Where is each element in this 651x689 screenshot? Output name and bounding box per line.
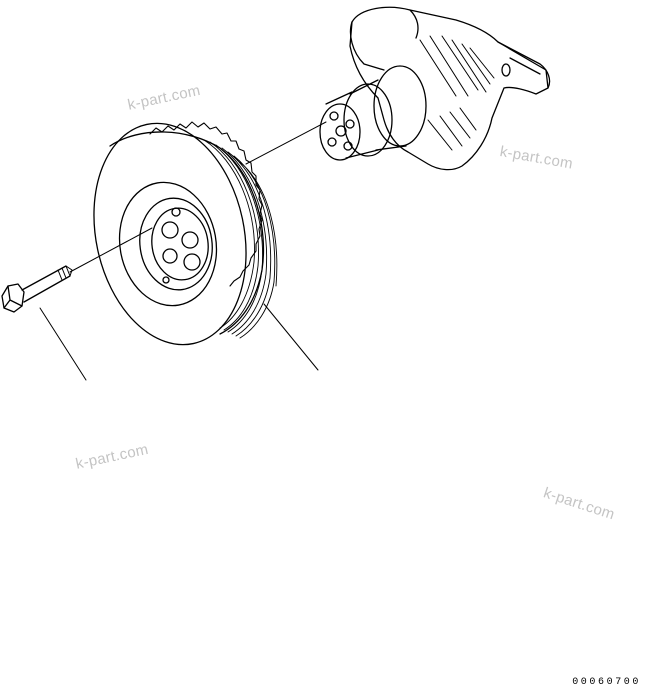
leader-line-pulley (263, 303, 319, 371)
crankshaft-web (349, 6, 551, 171)
crankshaft-web-edge (349, 9, 419, 71)
crankshaft-web-tip (497, 41, 549, 89)
bolt-head (1, 283, 25, 313)
hub-bolt-2 (181, 231, 199, 249)
axis-line-crank-to-pulley (245, 121, 327, 165)
pulley-hub-outer (139, 197, 213, 291)
hub-bolt-3 (183, 253, 201, 271)
crankshaft-nose (325, 91, 379, 159)
pulley-rim-front (93, 122, 247, 346)
nose-bolt-hole-4 (327, 137, 337, 147)
crankshaft-journal-body (349, 79, 407, 151)
drawing-number: 00060700 (572, 677, 641, 688)
nose-bolt-hole-1 (329, 111, 339, 121)
pulley-rim-back (109, 131, 265, 335)
pulley-face-ring (118, 181, 218, 307)
pulley-gear-teeth (149, 121, 263, 287)
bolt-shank (21, 265, 71, 303)
crankshaft-journal-rear (373, 65, 427, 147)
crankshaft (319, 6, 551, 171)
assembly-lines (39, 121, 327, 381)
pulley-grooves (203, 139, 278, 339)
bolt-head-face (3, 285, 23, 309)
hub-lower-hole (162, 276, 170, 284)
nose-bolt-hole-2 (345, 119, 355, 129)
crankshaft-pulley (93, 121, 278, 346)
pulley-bolt (1, 265, 73, 313)
crankshaft-shading (419, 35, 495, 151)
crankshaft-journal-front (343, 83, 393, 157)
crankshaft-oil-hole (501, 63, 511, 77)
hub-center-hole (171, 207, 181, 217)
bolt-thread (57, 265, 73, 281)
nose-center-hole (335, 125, 347, 137)
crankshaft-nose-face (319, 103, 361, 161)
nose-bolt-hole-3 (343, 141, 353, 151)
leader-line-bolt (39, 307, 87, 381)
hub-bolt-4 (162, 248, 178, 264)
hub-bolt-1 (161, 221, 179, 239)
axis-line-pulley-to-bolt (69, 227, 153, 273)
